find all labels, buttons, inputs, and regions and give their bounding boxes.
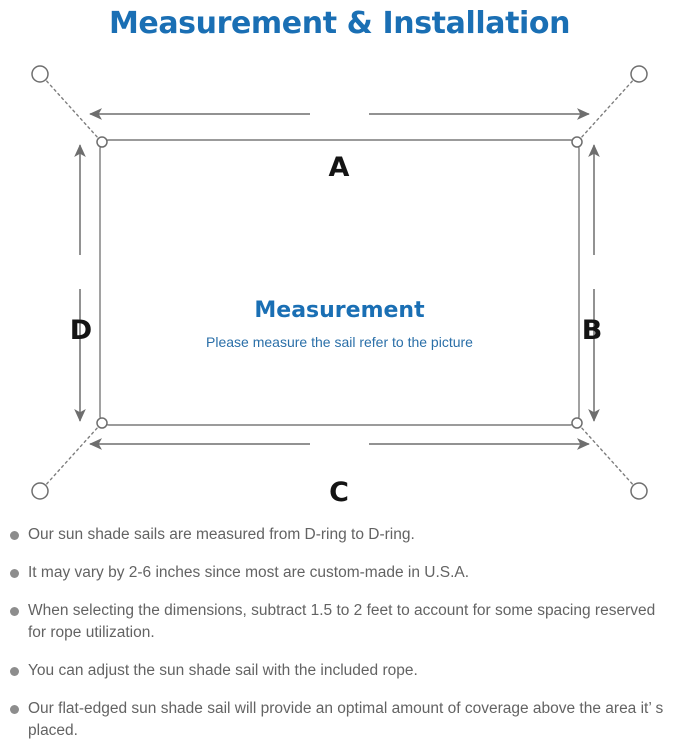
dimension-label-d: D (69, 315, 93, 346)
rope-line-bottom-right (579, 425, 637, 489)
d-rings (96, 136, 583, 429)
dimension-label-a: A (328, 152, 350, 183)
anchor-points (31, 65, 648, 500)
note-item: Our flat-edged sun shade sail will provi… (0, 698, 679, 742)
note-item: Our sun shade sails are measured from D-… (0, 524, 679, 546)
bullet-icon (10, 607, 19, 616)
note-item: When selecting the dimensions, subtract … (0, 600, 679, 644)
anchor-point-bottom-right (630, 482, 648, 500)
anchor-point-bottom-left (31, 482, 49, 500)
bullet-icon (10, 569, 19, 578)
dimension-label-c: C (329, 477, 349, 508)
sail-rectangle (99, 139, 580, 426)
anchor-point-top-right (630, 65, 648, 83)
d-ring-bottom-left (96, 417, 108, 429)
rope-line-top-left (42, 76, 100, 140)
anchor-point-top-left (31, 65, 49, 83)
note-item: It may vary by 2-6 inches since most are… (0, 562, 679, 584)
note-text: It may vary by 2-6 inches since most are… (28, 564, 470, 581)
sail-subheading: Please measure the sail refer to the pic… (206, 334, 473, 350)
note-text: Our sun shade sails are measured from D-… (28, 526, 415, 543)
rope-line-top-right (579, 76, 637, 140)
note-text: When selecting the dimensions, subtract … (28, 602, 656, 641)
rope-lines (42, 76, 637, 489)
notes-list: Our sun shade sails are measured from D-… (0, 524, 679, 742)
rope-line-bottom-left (42, 425, 100, 489)
d-ring-top-right (571, 136, 583, 148)
sail-heading: Measurement (254, 298, 425, 323)
d-ring-bottom-right (571, 417, 583, 429)
note-text: You can adjust the sun shade sail with t… (28, 662, 418, 679)
bullet-icon (10, 667, 19, 676)
note-text: Our flat-edged sun shade sail will provi… (28, 700, 664, 739)
bullet-icon (10, 531, 19, 540)
measurement-diagram-svg (31, 65, 648, 500)
measurement-diagram: Measurement Please measure the sail refe… (0, 55, 679, 515)
dimension-label-b: B (581, 315, 603, 346)
d-ring-top-left (96, 136, 108, 148)
bullet-icon (10, 705, 19, 714)
note-item: You can adjust the sun shade sail with t… (0, 660, 679, 682)
page-title: Measurement & Installation (108, 6, 571, 41)
